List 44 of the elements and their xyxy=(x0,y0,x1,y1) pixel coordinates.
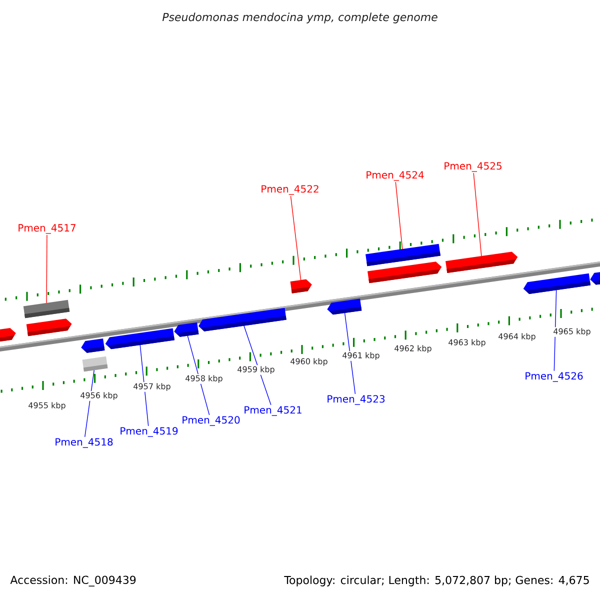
leader-line xyxy=(554,290,557,372)
scale-label: 4959 kbp xyxy=(236,365,276,375)
gene-feature xyxy=(327,298,362,315)
scale-label: 4964 kbp xyxy=(497,332,537,342)
gene-label: Pmen_4526 xyxy=(526,372,583,382)
gene-label: Pmen_4524 xyxy=(366,171,424,181)
gene-box xyxy=(23,300,70,318)
gene-feature xyxy=(446,252,518,273)
gene-feature xyxy=(174,322,199,337)
scale-label: 4955 kbp xyxy=(27,401,67,411)
gene-feature xyxy=(198,308,286,332)
title: Pseudomonas mendocina ymp, complete genome xyxy=(162,12,438,24)
gene-label: Pmen_4521 xyxy=(244,406,302,416)
leader-line xyxy=(46,234,48,304)
gene-feature xyxy=(81,338,105,353)
gene-feature xyxy=(590,270,600,285)
leader-line xyxy=(187,335,210,416)
gene-label: Pmen_4520 xyxy=(182,416,240,426)
scale-label: 4962 kbp xyxy=(393,344,433,354)
gene-label: Pmen_4523 xyxy=(328,395,385,405)
gene-feature xyxy=(0,328,16,343)
scale-label: 4963 kbp xyxy=(447,338,487,348)
scale-label: 4961 kbp xyxy=(341,351,381,361)
gene-feature xyxy=(290,279,312,294)
gene-label: Pmen_4519 xyxy=(120,427,178,437)
leader-line xyxy=(290,196,302,280)
gene-feature xyxy=(26,318,72,336)
scale-label: 4956 kbp xyxy=(79,391,119,401)
gene-label: Pmen_4525 xyxy=(444,162,502,172)
leader-line xyxy=(473,172,482,256)
info-text: Topology: circular; Length: 5,072,807 bp; Genes: 4,675 xyxy=(284,576,589,586)
scale-label: 4958 kbp xyxy=(184,374,224,384)
gene-feature xyxy=(368,262,442,284)
gene-box xyxy=(82,356,108,372)
leader-line xyxy=(344,312,356,394)
gene-label: Pmen_4517 xyxy=(18,224,76,234)
gene-box xyxy=(366,244,440,266)
info-text: Accession: NC_009439 xyxy=(10,576,136,586)
scale-label: 4965 kbp xyxy=(552,327,592,337)
scale-label: 4957 kbp xyxy=(132,382,172,392)
gene-label: Pmen_4518 xyxy=(56,438,113,448)
scale-label: 4960 kbp xyxy=(289,357,329,367)
leader-line xyxy=(395,182,403,250)
gene-label: Pmen_4522 xyxy=(262,185,318,195)
